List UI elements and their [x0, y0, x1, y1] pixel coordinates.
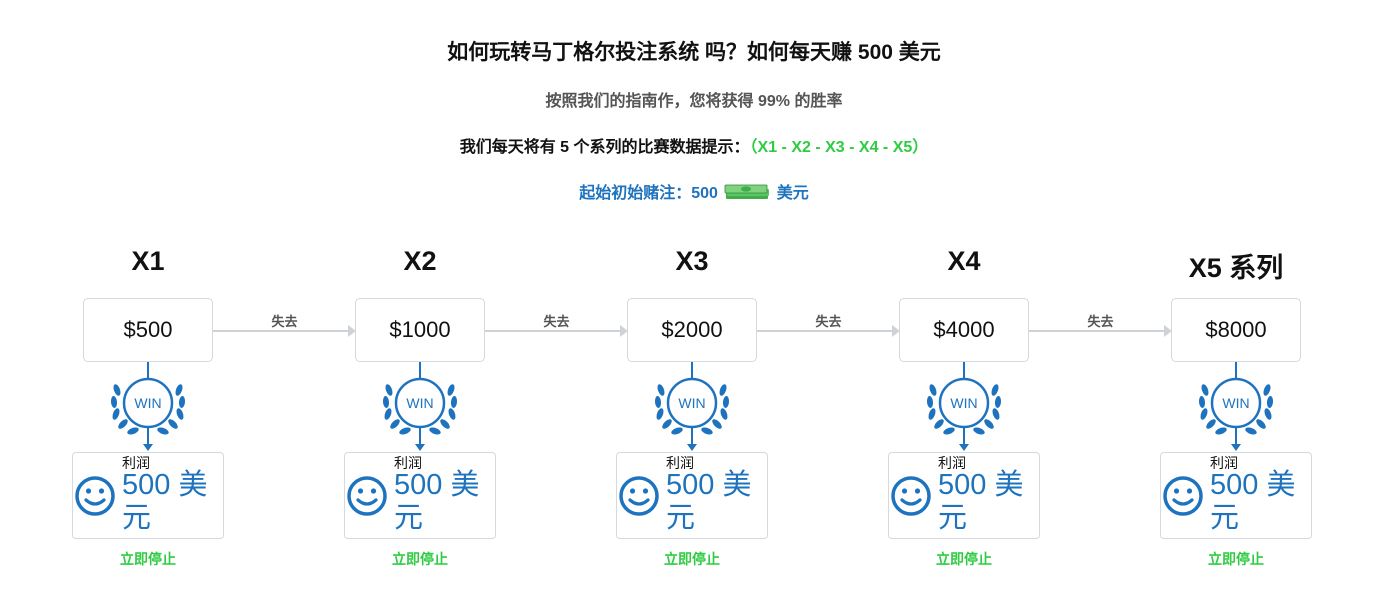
profit-amount: 500 美元	[1210, 469, 1296, 534]
connector-line	[419, 428, 421, 446]
connector-line	[485, 330, 621, 332]
arrow-down-icon	[959, 444, 969, 451]
stake-amount-box: $500	[83, 298, 213, 362]
starting-stake: 起始初始赌注：500 美元	[0, 179, 1388, 203]
step-label: X5 系列	[1188, 253, 1284, 283]
step-x5: X5 系列 $8000 WIN 利润 500 美元 立即停止	[1160, 0, 1312, 597]
connector-line	[691, 428, 693, 446]
badge-text: WIN	[134, 395, 161, 411]
connector-line	[691, 362, 693, 386]
stake-amount-box: $1000	[355, 298, 485, 362]
smiley-face-icon	[619, 476, 659, 516]
profit-box: 利润 500 美元	[72, 452, 224, 539]
arrow-down-icon	[687, 444, 697, 451]
lose-connector-4: 失去	[1029, 310, 1172, 340]
arrow-right-icon	[348, 325, 356, 337]
win-laurel-icon: WIN	[382, 377, 458, 435]
stop-label: 立即停止	[120, 551, 176, 567]
connector-line	[147, 362, 149, 386]
profit-amount: 500 美元	[938, 469, 1024, 534]
arrow-right-icon	[620, 325, 628, 337]
profit-label: 利润	[394, 455, 422, 471]
connector-line	[757, 330, 893, 332]
smiley-face-icon	[347, 476, 387, 516]
series-list: （X1 - X2 - X3 - X4 - X5）	[749, 139, 929, 156]
connector-line	[419, 362, 421, 386]
profit-box: 利润 500 美元	[344, 452, 496, 539]
connector-label: 失去	[271, 314, 298, 329]
lose-connector-1: 失去	[213, 310, 356, 340]
connector-line	[1235, 362, 1237, 386]
profit-label: 利润	[122, 455, 150, 471]
stake-suffix: 美元	[776, 185, 809, 202]
smiley-face-icon	[75, 476, 115, 516]
smiley-face-icon	[1163, 476, 1203, 516]
profit-amount: 500 美元	[666, 469, 752, 534]
step-x2: X2 $1000 WIN 利润 500 美元 立即停止	[344, 0, 496, 597]
connector-line	[147, 428, 149, 446]
arrow-down-icon	[415, 444, 425, 451]
step-label: X3	[675, 246, 709, 276]
connector-line	[1029, 330, 1165, 332]
profit-label: 利润	[1210, 455, 1238, 471]
win-laurel-icon: WIN	[926, 377, 1002, 435]
profit-label: 利润	[938, 455, 966, 471]
win-laurel-icon: WIN	[1198, 377, 1274, 435]
stop-label: 立即停止	[392, 551, 448, 567]
series-prefix: 我们每天将有 5 个系列的比赛数据提示：	[459, 139, 750, 156]
stake-amount-box: $2000	[627, 298, 757, 362]
stop-label: 立即停止	[664, 551, 720, 567]
win-laurel-icon: WIN	[110, 377, 186, 435]
badge-text: WIN	[406, 395, 433, 411]
stake-amount-box: $8000	[1171, 298, 1301, 362]
arrow-down-icon	[1231, 444, 1241, 451]
badge-text: WIN	[950, 395, 977, 411]
stake-prefix: 起始初始赌注：500	[579, 185, 718, 202]
connector-line	[213, 330, 349, 332]
connector-line	[963, 428, 965, 446]
step-x4: X4 $4000 WIN 利润 500 美元 立即停止	[888, 0, 1040, 597]
step-x1: X1 $500 WIN 利润 500 美元 立即停止	[72, 0, 224, 597]
page-subtitle: 按照我们的指南作，您将获得 99% 的胜率	[545, 93, 843, 110]
profit-box: 利润 500 美元	[888, 452, 1040, 539]
connector-label: 失去	[1087, 314, 1114, 329]
series-info: 我们每天将有 5 个系列的比赛数据提示：（X1 - X2 - X3 - X4 -…	[0, 133, 1388, 157]
step-x3: X3 $2000 WIN 利润 500 美元 立即停止	[616, 0, 768, 597]
stop-label: 立即停止	[936, 551, 992, 567]
connector-line	[963, 362, 965, 386]
step-label: X1	[131, 246, 165, 276]
stop-label: 立即停止	[1208, 551, 1264, 567]
profit-amount: 500 美元	[122, 469, 208, 534]
step-label: X2	[403, 246, 437, 276]
profit-box: 利润 500 美元	[1160, 452, 1312, 539]
arrow-right-icon	[1164, 325, 1172, 337]
page-title: 如何玩转马丁格尔投注系统 吗？如何每天赚 500 美元	[447, 41, 941, 64]
win-laurel-icon: WIN	[654, 377, 730, 435]
badge-text: WIN	[678, 395, 705, 411]
arrow-down-icon	[143, 444, 153, 451]
connector-label: 失去	[815, 314, 842, 329]
arrow-right-icon	[892, 325, 900, 337]
connector-label: 失去	[543, 314, 570, 329]
profit-amount: 500 美元	[394, 469, 480, 534]
connector-line	[1235, 428, 1237, 446]
profit-box: 利润 500 美元	[616, 452, 768, 539]
money-stack-icon	[724, 184, 770, 199]
lose-connector-2: 失去	[485, 310, 628, 340]
badge-text: WIN	[1222, 395, 1249, 411]
step-label: X4	[947, 246, 981, 276]
profit-label: 利润	[666, 455, 694, 471]
lose-connector-3: 失去	[757, 310, 900, 340]
stake-amount-box: $4000	[899, 298, 1029, 362]
smiley-face-icon	[891, 476, 931, 516]
